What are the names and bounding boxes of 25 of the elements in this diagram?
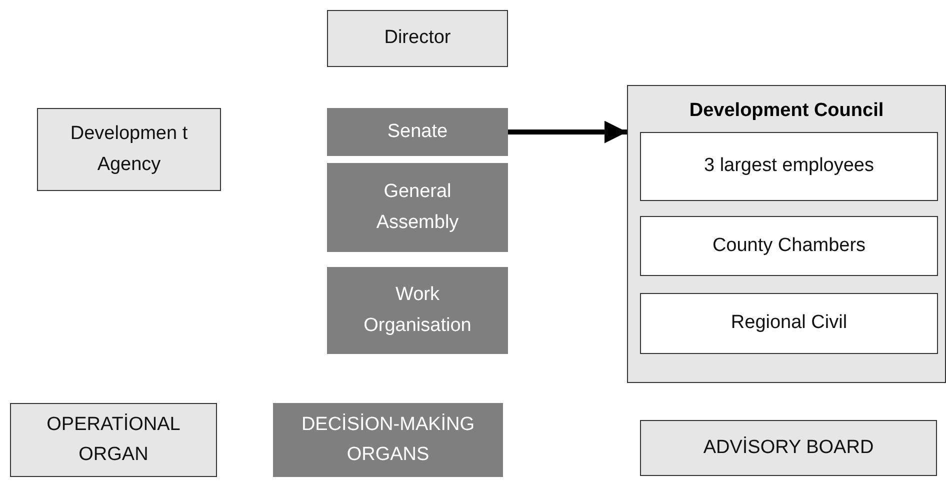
organ-box <box>327 267 508 354</box>
box-node <box>327 10 508 67</box>
box-node <box>10 403 217 477</box>
box-node <box>640 132 938 201</box>
organ-box <box>273 403 503 477</box>
node-label: 3 largest employees <box>704 154 874 178</box>
panel-heading: Development Council <box>689 99 884 123</box>
box-node <box>640 293 938 354</box>
box-node <box>640 420 937 476</box>
node-label: OPERATİONAL ORGAN <box>46 412 182 467</box>
organ-box <box>327 108 508 156</box>
node-label: Senate <box>387 120 448 144</box>
node-label: Director <box>384 26 451 50</box>
node-label: Work Organisation <box>362 283 472 338</box>
box-node <box>640 216 938 276</box>
group-panel <box>627 85 946 383</box>
node-label: General Assembly <box>375 180 460 234</box>
arrow <box>508 120 627 144</box>
box-node <box>37 108 221 191</box>
node-label: Developmen t Agency <box>69 122 189 176</box>
node-label: ADVİSORY BOARD <box>703 436 874 460</box>
organ-box <box>327 163 508 252</box>
node-label: Regional Civil <box>730 311 848 336</box>
node-label: DECİSİON-MAKİNG ORGANS <box>300 412 476 467</box>
node-label: County Chambers <box>712 234 866 258</box>
